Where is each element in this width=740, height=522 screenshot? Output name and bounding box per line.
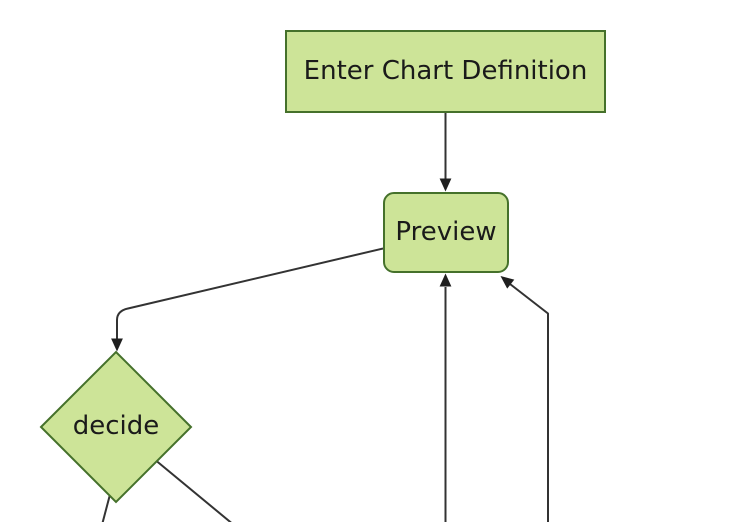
arrowhead-enter-to-preview-icon: [439, 178, 452, 192]
edge-return-right-to-preview: [509, 283, 549, 522]
node-decide-shape: [39, 350, 193, 504]
node-layer: [39, 30, 606, 504]
arrowhead-return-center-icon: [439, 273, 452, 287]
node-enter-chart-definition-shape: [285, 30, 606, 113]
edge-decide-offscreen-right: [155, 460, 232, 522]
arrowhead-preview-to-decide-icon: [111, 338, 123, 352]
edge-layer: [101, 113, 549, 522]
edge-preview-to-decide: [116, 247, 384, 339]
node-preview-shape: [383, 192, 509, 273]
edge-decide-offscreen-left: [101, 494, 111, 522]
arrowhead-return-right-icon: [500, 276, 515, 289]
